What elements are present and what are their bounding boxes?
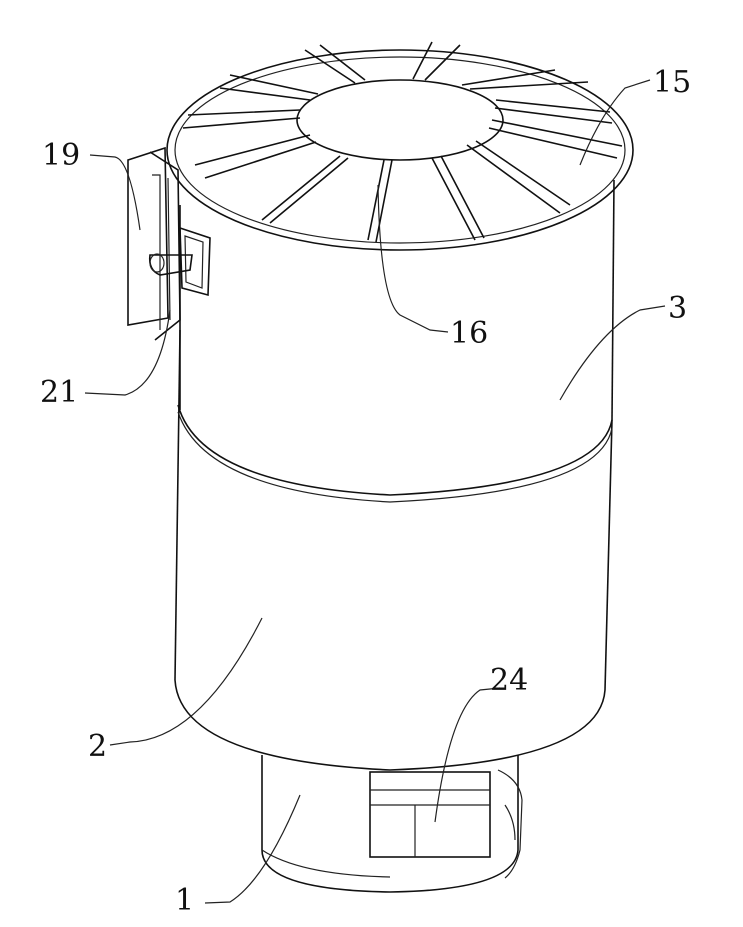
grille-bars <box>183 42 622 242</box>
label-2: 2 <box>88 729 107 764</box>
label-19: 19 <box>42 138 80 173</box>
label-24: 24 <box>490 663 528 698</box>
label-15: 15 <box>653 65 691 100</box>
side-bracket <box>128 148 210 340</box>
label-3: 3 <box>668 291 687 326</box>
label-16: 16 <box>450 316 488 351</box>
label-1: 1 <box>175 883 194 918</box>
access-door <box>370 772 490 857</box>
top-grille <box>167 42 633 250</box>
label-21: 21 <box>40 375 78 410</box>
reference-labels: 15 19 16 3 21 2 24 1 <box>40 65 691 918</box>
upper-cylinder <box>180 180 614 420</box>
base-cylinder <box>262 755 522 892</box>
lower-cylinder <box>175 330 612 770</box>
